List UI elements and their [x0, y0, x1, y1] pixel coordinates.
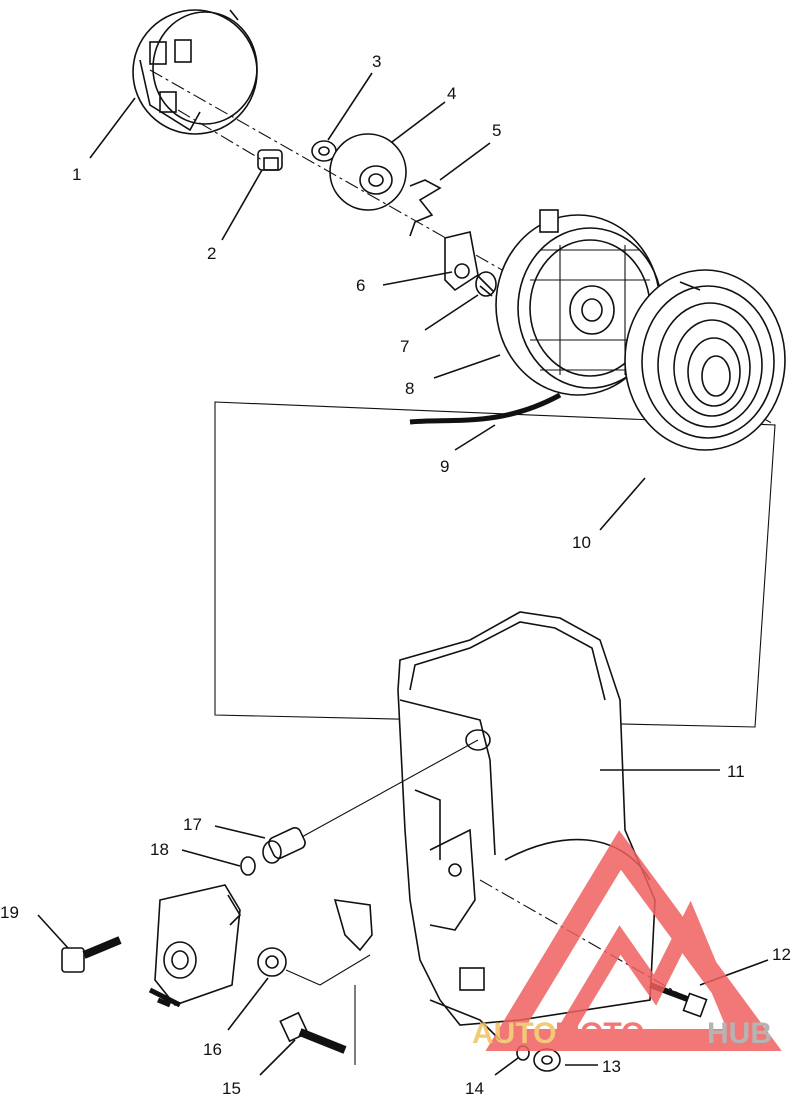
- callout-19: 19: [0, 903, 19, 922]
- part-2-bolt: [257, 149, 283, 171]
- watermark-logo: AUTO MOTO HUB: [472, 830, 782, 1051]
- callout-18: 18: [150, 840, 169, 859]
- part-6-pawl: [444, 231, 479, 292]
- callout-7: 7: [400, 337, 409, 356]
- bolt-axis: [177, 109, 263, 161]
- part-18-o-ring: [240, 856, 256, 876]
- part-5-clip: [409, 179, 442, 237]
- callout-10: 10: [572, 533, 591, 552]
- part-1-starter-cup: [132, 9, 258, 135]
- callout-8: 8: [405, 379, 414, 398]
- callout-9: 9: [440, 457, 449, 476]
- callout-15: 15: [222, 1079, 241, 1097]
- part-19-bolt: [61, 936, 122, 973]
- part-4-pulley-disc: [329, 133, 407, 211]
- callout-labels: 1 2 3 4 5 6 7 8 9 10 11 12 13 14 15 16 1…: [0, 52, 791, 1097]
- callout-6: 6: [356, 276, 365, 295]
- callout-3: 3: [372, 52, 381, 71]
- watermark-auto: AUTO: [472, 1017, 556, 1050]
- part-19-fuel-pump: [148, 884, 242, 1008]
- part-13-nut: [533, 1048, 561, 1072]
- callout-2: 2: [207, 244, 216, 263]
- part-10-recoil-spring: [624, 269, 786, 451]
- part-16-bushing: [257, 947, 371, 986]
- part-15-bolt: [279, 985, 356, 1065]
- bushing-axis: [299, 739, 479, 839]
- part-17-bushing: [262, 827, 306, 864]
- callout-12: 12: [772, 945, 791, 964]
- callout-5: 5: [492, 121, 501, 140]
- watermark-moto: MOTO: [555, 1017, 644, 1050]
- part-9-rope: [409, 392, 562, 425]
- callout-17: 17: [183, 815, 202, 834]
- callout-16: 16: [203, 1040, 222, 1059]
- callout-11: 11: [727, 762, 745, 781]
- callout-1: 1: [72, 165, 81, 184]
- watermark-hub: HUB: [707, 1017, 772, 1050]
- assembly-plane-outline: [214, 401, 776, 728]
- part-11-starter-housing: [397, 611, 656, 1041]
- mount-bracket: [333, 899, 373, 952]
- callout-4: 4: [447, 84, 456, 103]
- callout-14: 14: [465, 1079, 484, 1097]
- callout-13: 13: [602, 1057, 621, 1076]
- part-7-spring: [475, 271, 497, 297]
- leader-lines: [37, 72, 769, 1076]
